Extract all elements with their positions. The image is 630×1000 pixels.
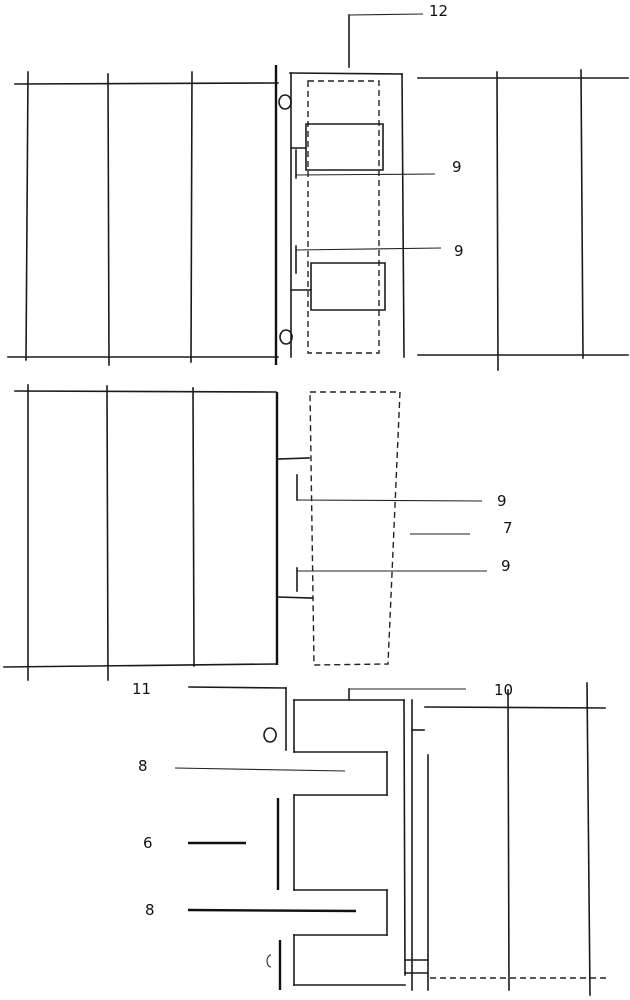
bottom-assembly	[175, 683, 606, 995]
top-assembly	[8, 14, 628, 370]
bottom-connector	[175, 687, 466, 990]
label-9-second: 9	[454, 242, 464, 260]
middle-left-panel	[4, 385, 277, 680]
callout-labels: 12 9 9 9 7 9 11 10 8 6 8	[132, 2, 513, 919]
top-left-panel	[8, 65, 278, 365]
label-11: 11	[132, 680, 151, 698]
bottom-right-panel	[425, 683, 606, 995]
label-12: 12	[429, 2, 448, 20]
top-right-panel	[418, 70, 628, 370]
label-9-third: 9	[497, 492, 507, 510]
top-connector	[279, 14, 441, 357]
label-8-lower: 8	[145, 901, 155, 919]
label-9-first: 9	[452, 158, 462, 176]
label-9-fourth: 9	[501, 557, 511, 575]
middle-insert	[278, 392, 487, 665]
middle-assembly	[4, 385, 487, 680]
label-8-upper: 8	[138, 757, 148, 775]
label-7: 7	[503, 519, 513, 537]
label-10: 10	[494, 681, 513, 699]
label-6: 6	[143, 834, 153, 852]
